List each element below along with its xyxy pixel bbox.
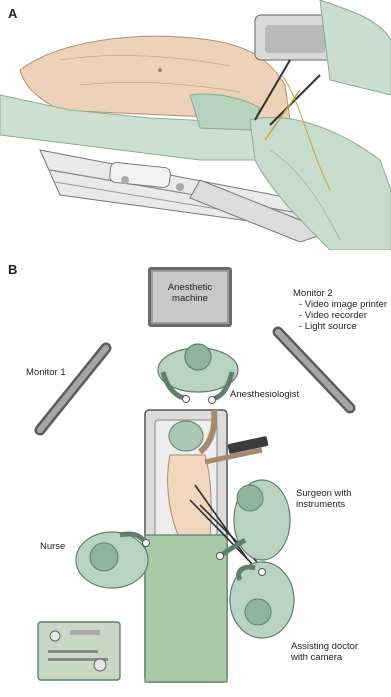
surgeon-label-line-1: Surgeon with xyxy=(296,488,351,499)
assisting-doctor-label-line-2: with camera xyxy=(291,652,358,663)
instrument-tray xyxy=(38,622,120,680)
assisting-doctor-figure xyxy=(230,562,294,638)
anesthesiologist-figure xyxy=(158,344,238,404)
nurse-label: Nurse xyxy=(40,541,65,552)
monitor-1-label: Monitor 1 xyxy=(26,367,66,378)
surgical-drape xyxy=(145,535,227,682)
assisting-doctor-label: Assisting doctor with camera xyxy=(291,641,358,663)
monitor-2-label: Monitor 2 - Video image printer - Video … xyxy=(293,288,387,332)
surgeon-label: Surgeon with instruments xyxy=(296,488,351,510)
surgeon-label-line-2: instruments xyxy=(296,499,351,510)
monitor-2-label-line-1: Monitor 2 xyxy=(293,288,387,299)
assisting-doctor-label-line-1: Assisting doctor xyxy=(291,641,358,652)
monitor-1 xyxy=(40,348,106,430)
monitor-2-label-line-2: - Video image printer xyxy=(293,299,387,310)
anesthesiologist-label: Anesthesiologist xyxy=(230,389,299,400)
monitor-2-label-line-3: - Video recorder xyxy=(293,310,387,321)
monitor-2-label-line-4: - Light source xyxy=(293,321,387,332)
nurse-figure xyxy=(76,532,150,588)
